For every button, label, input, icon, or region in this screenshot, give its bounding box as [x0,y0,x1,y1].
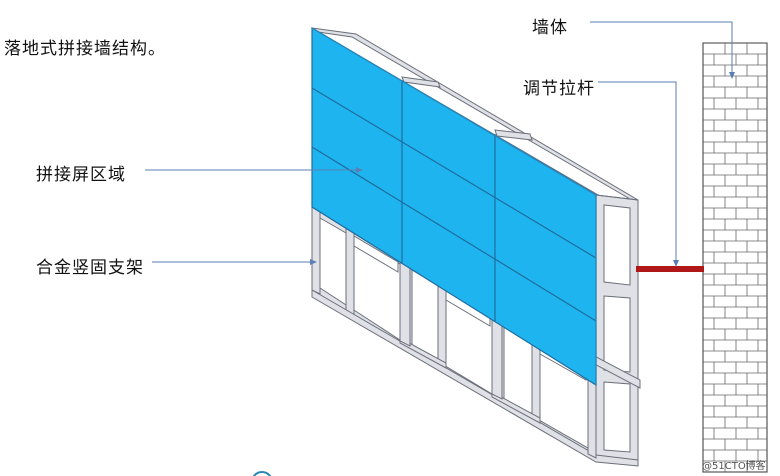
watermark: @51CTO博客 [702,461,766,472]
caption-title: 落地式拼接墙结构。 [4,39,166,59]
label-screen-area: 拼接屏区域 [36,165,126,185]
adjusting-rod [636,266,704,272]
splicing-screen-area [311,26,597,387]
brick-wall [702,42,768,473]
label-wall: 墙体 [532,18,568,38]
label-alloy-bracket: 合金竖固支架 [36,258,144,278]
circle-mark [252,471,272,476]
label-adjusting-rod: 调节拉杆 [523,79,595,99]
leader-lines [145,21,735,267]
